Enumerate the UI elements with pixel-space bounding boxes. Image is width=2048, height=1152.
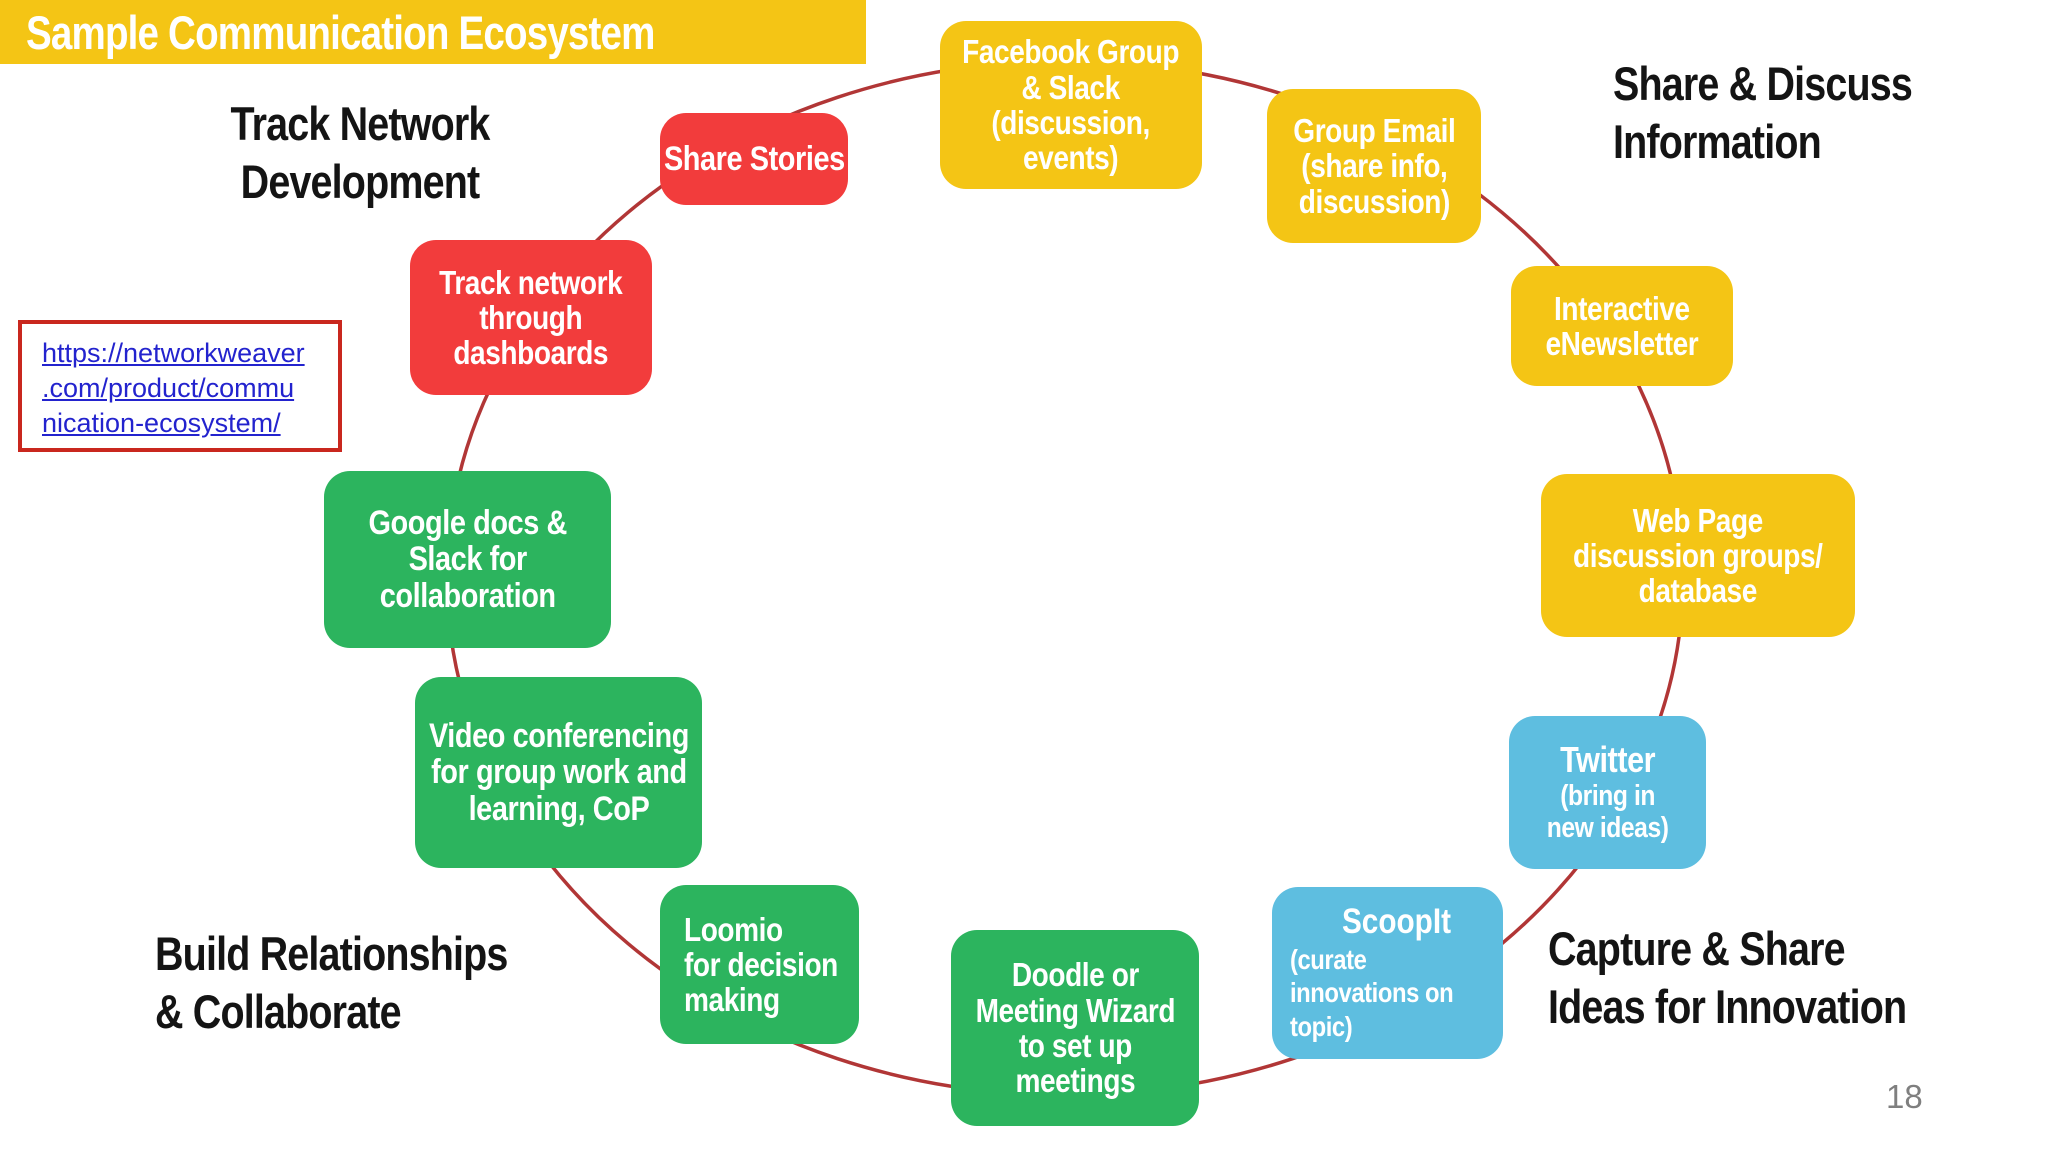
heading-line: Track Network bbox=[230, 97, 491, 150]
node-label-line: Facebook Group bbox=[962, 33, 1180, 71]
heading-line: Build Relationships bbox=[155, 927, 508, 980]
node-label-line: Track network bbox=[439, 263, 623, 301]
node-label-line: Slack for bbox=[408, 540, 527, 579]
section-heading-share-discuss-information: Share & Discuss Information bbox=[1613, 55, 1969, 171]
node-label-line: eNewsletter bbox=[1545, 325, 1699, 362]
ecosystem-url-link[interactable]: https://networkweaver .com/product/commu… bbox=[18, 320, 342, 452]
node-label-line: dashboards bbox=[453, 334, 609, 372]
node-label-line: meetings bbox=[1015, 1062, 1135, 1100]
node-label: Interactive eNewsletter bbox=[1545, 289, 1699, 362]
node-label-line: events) bbox=[1023, 139, 1119, 177]
heading-line: & Collaborate bbox=[155, 984, 402, 1038]
node-label: (curate innovations on topic) bbox=[1290, 943, 1471, 1044]
slide-title-banner: Sample Communication Ecosystem bbox=[0, 0, 866, 64]
page-number: 18 bbox=[1886, 1078, 1923, 1115]
node-label: Group Email (share info, discussion) bbox=[1292, 112, 1456, 220]
node-label: Doodle or Meeting Wizard to set up meeti… bbox=[975, 956, 1175, 1100]
node-label-line: Meeting Wizard bbox=[975, 991, 1175, 1029]
node-label: Facebook Group & Slack (discussion, even… bbox=[962, 33, 1180, 177]
node-group-email: Group Email (share info, discussion) bbox=[1267, 89, 1481, 243]
node-title-line: ScoopIt bbox=[1341, 902, 1452, 942]
node-doodle-meeting-wizard: Doodle or Meeting Wizard to set up meeti… bbox=[951, 930, 1199, 1126]
node-label-line: through bbox=[479, 298, 583, 336]
node-label-line: (discussion, bbox=[991, 104, 1151, 141]
node-title-line: Twitter bbox=[1559, 739, 1656, 781]
node-track-network-dashboards: Track network through dashboards bbox=[410, 240, 652, 395]
node-label-line: discussion groups/ bbox=[1573, 536, 1823, 574]
node-label-line: for decision bbox=[684, 945, 838, 983]
node-sub-line: innovations on bbox=[1290, 977, 1454, 1009]
node-label: Track network through dashboards bbox=[439, 263, 623, 372]
node-sub-line: topic) bbox=[1290, 1010, 1353, 1042]
node-share-stories: Share Stories bbox=[660, 113, 848, 205]
heading-line: Ideas for Innovation bbox=[1548, 979, 1907, 1033]
url-line: https://networkweaver bbox=[42, 338, 305, 368]
node-label-line: (share info, bbox=[1300, 147, 1448, 185]
slide-title: Sample Communication Ecosystem bbox=[26, 5, 655, 59]
node-label-line: & Slack bbox=[1021, 68, 1121, 106]
url-line: nication-ecosystem/ bbox=[42, 408, 281, 438]
heading-line: Development bbox=[240, 154, 481, 208]
node-label-line: Doodle or bbox=[1011, 956, 1139, 994]
node-video-conferencing: Video conferencing for group work and le… bbox=[415, 677, 702, 868]
node-label-line: Group Email bbox=[1292, 112, 1456, 150]
node-label-line: Web Page bbox=[1632, 501, 1764, 539]
node-sub-line: new ideas) bbox=[1546, 812, 1669, 845]
node-label: Twitter (bring in new ideas) bbox=[1547, 740, 1669, 845]
node-label-line: Loomio bbox=[684, 910, 783, 948]
node-label-line: Share Stories bbox=[663, 139, 845, 178]
node-web-page-discussion: Web Page discussion groups/ database bbox=[1541, 474, 1855, 637]
node-label-line: database bbox=[1638, 572, 1758, 610]
section-heading-capture-share-ideas: Capture & Share Ideas for Innovation bbox=[1548, 920, 1975, 1036]
node-scoopit: ScoopIt (curate innovations on topic) bbox=[1272, 887, 1503, 1059]
node-label-line: Google docs & bbox=[368, 503, 567, 542]
node-label-line: for group work and bbox=[430, 753, 687, 792]
node-sub-line: (bring in bbox=[1560, 779, 1655, 812]
heading-line: Information bbox=[1613, 114, 1822, 168]
node-label: Loomio for decision making bbox=[684, 910, 838, 1019]
node-sub-line: (curate bbox=[1290, 943, 1367, 975]
node-label: Video conferencing for group work and le… bbox=[428, 716, 689, 828]
heading-line: Share & Discuss bbox=[1613, 57, 1913, 110]
node-label: Web Page discussion groups/ database bbox=[1573, 501, 1823, 610]
node-twitter: Twitter (bring in new ideas) bbox=[1509, 716, 1706, 869]
url-line: .com/product/commu bbox=[42, 373, 295, 403]
heading-line: Capture & Share bbox=[1548, 922, 1846, 975]
node-label-line: making bbox=[684, 981, 780, 1019]
node-label-line: learning, CoP bbox=[468, 789, 649, 828]
node-interactive-enewsletter: Interactive eNewsletter bbox=[1511, 266, 1733, 386]
node-loomio: Loomio for decision making bbox=[660, 885, 859, 1044]
node-label-line: to set up bbox=[1018, 1027, 1132, 1064]
node-label-line: discussion) bbox=[1298, 182, 1450, 220]
node-label: Share Stories bbox=[663, 139, 845, 178]
node-label-line: collaboration bbox=[379, 576, 556, 615]
node-facebook-group-slack: Facebook Group & Slack (discussion, even… bbox=[940, 21, 1202, 189]
node-label-line: Interactive bbox=[1554, 289, 1690, 327]
node-google-docs-slack: Google docs & Slack for collaboration bbox=[324, 471, 611, 648]
node-label-line: Video conferencing bbox=[428, 716, 689, 755]
node-label: Google docs & Slack for collaboration bbox=[368, 503, 567, 615]
section-heading-track-network-development: Track Network Development bbox=[170, 95, 550, 211]
section-heading-build-relationships-collaborate: Build Relationships & Collaborate bbox=[155, 925, 575, 1041]
